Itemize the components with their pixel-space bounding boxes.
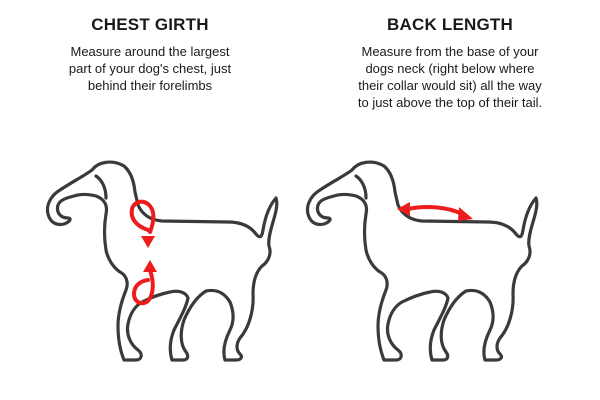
back-length-arrow-right — [458, 207, 473, 221]
dog-chest-illustration — [45, 160, 279, 362]
chest-girth-bottom-arc — [132, 268, 155, 306]
back-length-heading: BACK LENGTH — [387, 15, 513, 34]
dog-outline-chest — [45, 160, 279, 362]
chest-girth-arrow-up — [143, 260, 157, 272]
chest-girth-panel: CHEST GIRTH Measure around the largest p… — [45, 15, 279, 362]
chest-girth-heading: CHEST GIRTH — [91, 15, 209, 34]
back-length-arrow-left — [397, 202, 410, 216]
dog-outline-back — [305, 160, 539, 362]
chest-girth-arrow-down — [141, 236, 155, 248]
back-length-line — [406, 204, 464, 216]
chest-girth-description: Measure around the largest part of your … — [68, 44, 232, 93]
dog-back-illustration — [305, 160, 539, 362]
back-length-panel: BACK LENGTH Measure from the base of you… — [300, 0, 600, 400]
chest-girth-top-arc — [129, 199, 156, 234]
back-length-description: Measure from the base of your dogs neck … — [357, 44, 543, 110]
